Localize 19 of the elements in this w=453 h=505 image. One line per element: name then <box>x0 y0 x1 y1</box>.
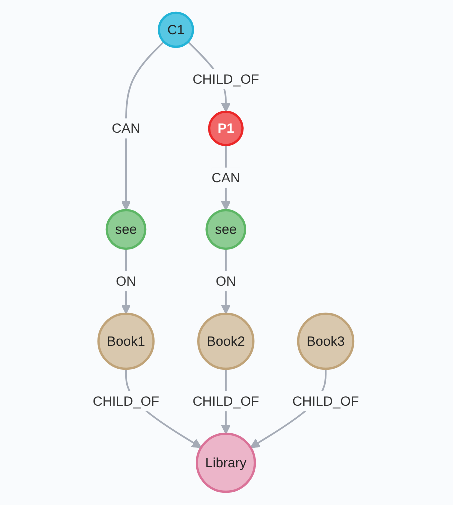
node-circle: Library <box>196 432 257 494</box>
arrow <box>122 248 132 314</box>
node-circle: P1 <box>208 110 244 146</box>
edge-label: CHILD_OF <box>93 394 160 410</box>
node-circle: Book3 <box>298 312 355 370</box>
node-circle: C1 <box>158 12 195 48</box>
edge-label: CHILD_OF <box>293 394 360 410</box>
edge-label: CAN <box>112 120 141 137</box>
node-circle: see <box>206 209 247 250</box>
edge-label: ON <box>216 274 237 290</box>
edge-label: CAN <box>212 170 241 186</box>
node-circle: see <box>106 209 148 250</box>
edge-label: CHILD_OF <box>193 72 260 88</box>
edge-label: CHILD_OF <box>193 394 260 410</box>
node-circle: Book2 <box>198 312 256 370</box>
node-circle: Book1 <box>98 312 156 370</box>
edge-label: ON <box>116 274 137 290</box>
arrow <box>122 41 166 211</box>
arrow <box>222 248 232 314</box>
